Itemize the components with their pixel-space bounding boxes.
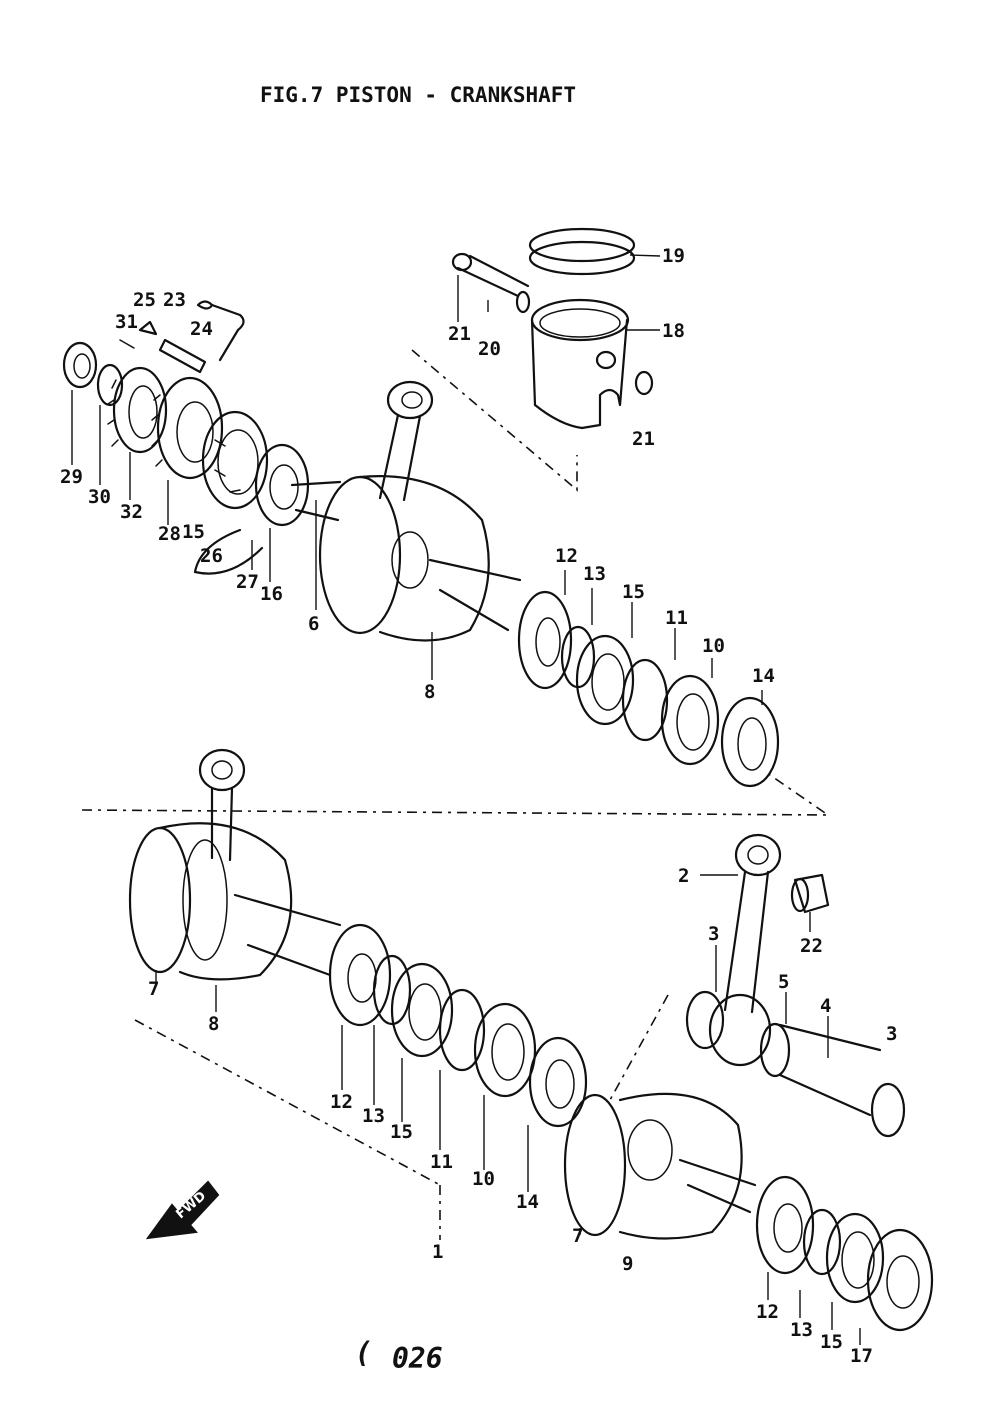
piston-pin [451, 252, 531, 314]
drive-gear [107, 366, 168, 454]
label-19: 19 [662, 245, 685, 267]
label-24: 24 [190, 318, 213, 340]
label-31: 31 [115, 311, 138, 333]
label-4: 4 [820, 995, 831, 1017]
label-28: 28 [158, 523, 181, 545]
label-2: 2 [678, 865, 689, 887]
upper-connecting-rod [378, 380, 434, 502]
label-12-right: 12 [756, 1301, 779, 1323]
washer [96, 363, 124, 407]
crankpin-washer-left [685, 990, 725, 1050]
figure-title: FIG.7 PISTON - CRANKSHAFT [260, 83, 576, 107]
label-20: 20 [478, 338, 501, 360]
section-separator [81, 774, 831, 816]
label-32: 32 [120, 501, 143, 523]
label-23: 23 [163, 289, 186, 311]
label-11-lower: 11 [430, 1151, 453, 1173]
label-13-lower: 13 [362, 1105, 385, 1127]
snap-ring [193, 528, 264, 575]
label-3-right: 3 [886, 1023, 897, 1045]
label-15-upper: 15 [622, 581, 645, 603]
oil-seal-left [62, 341, 98, 389]
label-11-upper: 11 [665, 607, 688, 629]
label-16: 16 [260, 583, 283, 605]
lower-left-crank-wheel [128, 822, 293, 981]
taper-shaft [678, 1158, 757, 1214]
label-10-upper: 10 [702, 635, 725, 657]
label-12-upper: 12 [555, 545, 578, 567]
oil-seal-upper-right [720, 696, 780, 788]
label-14-lower: 14 [516, 1191, 539, 1213]
label-21-pin-circlip: 21 [448, 323, 471, 345]
spacer-right [802, 1208, 842, 1276]
bearing-lower [473, 1002, 537, 1098]
crankpin-washer-right [870, 1082, 906, 1138]
label-13-upper: 13 [583, 563, 606, 585]
label-26: 26 [200, 545, 223, 567]
label-14-upper: 14 [752, 665, 775, 687]
label-18: 18 [662, 320, 685, 342]
lower-guide-line [134, 1019, 441, 1240]
label-15-right: 15 [820, 1331, 843, 1353]
label-27: 27 [236, 571, 259, 593]
page-number: 026 [392, 1342, 443, 1375]
bearing-left [201, 410, 269, 510]
thrust-washer-right [755, 1175, 815, 1275]
label-8-upper: 8 [424, 681, 435, 703]
main-bearing-upper [575, 634, 635, 726]
crankpin-guide-line [609, 994, 669, 1101]
crankpin [759, 1022, 882, 1117]
piston-rings [528, 227, 636, 276]
thrust-washer-upper [517, 590, 573, 690]
label-7-lower-left: 7 [148, 978, 159, 1000]
right-connecting-rod [708, 833, 782, 1067]
label-15-left: 15 [182, 521, 205, 543]
label-25: 25 [133, 289, 156, 311]
leader-lines [71, 254, 861, 1345]
primary-gear [151, 376, 224, 480]
label-29: 29 [60, 466, 83, 488]
spacer-lower [372, 954, 412, 1026]
label-21-circlip: 21 [632, 428, 655, 450]
label-13-right: 13 [790, 1319, 813, 1341]
piston-assembly [411, 227, 654, 492]
oil-seal-right [866, 1228, 934, 1332]
label-6: 6 [308, 613, 319, 635]
needle-bearing [790, 873, 830, 914]
ring-upper [621, 658, 669, 742]
page-prefix: ( [355, 1336, 372, 1369]
label-15-lower: 15 [390, 1121, 413, 1143]
piston-pin-circlip [634, 370, 654, 396]
label-30: 30 [88, 486, 111, 508]
label-1: 1 [432, 1241, 443, 1263]
callout-labels: 19 18 21 20 21 25 23 24 31 29 30 32 28 1… [60, 245, 897, 1367]
left-crank-shaft [290, 480, 342, 522]
forward-arrow: FWD [145, 1180, 220, 1240]
label-5: 5 [778, 971, 789, 993]
label-22: 22 [800, 935, 823, 957]
thrust-washer-lower [328, 923, 392, 1027]
lower-right-shaft [233, 893, 342, 977]
label-9: 9 [622, 1253, 633, 1275]
oil-seal-lower [528, 1036, 588, 1128]
lower-connecting-rod [198, 748, 246, 862]
lower-right-crank-wheel [563, 1092, 743, 1240]
main-bearing-lower [390, 962, 454, 1058]
label-8-lower: 8 [208, 1013, 219, 1035]
ring-lower [438, 988, 486, 1072]
label-12-lower: 12 [330, 1091, 353, 1113]
main-bearing-right [825, 1212, 885, 1304]
assembly-guide-line [411, 349, 578, 492]
right-crank-shaft [428, 558, 522, 632]
label-10-lower: 10 [472, 1168, 495, 1190]
key-and-pin-parts [119, 300, 245, 374]
piston [530, 298, 630, 430]
label-3-left: 3 [708, 923, 719, 945]
bearing-upper-right [660, 674, 720, 766]
label-7-lower-right: 7 [572, 1225, 583, 1247]
lower-crankshaft [128, 748, 934, 1332]
label-17: 17 [850, 1345, 873, 1367]
